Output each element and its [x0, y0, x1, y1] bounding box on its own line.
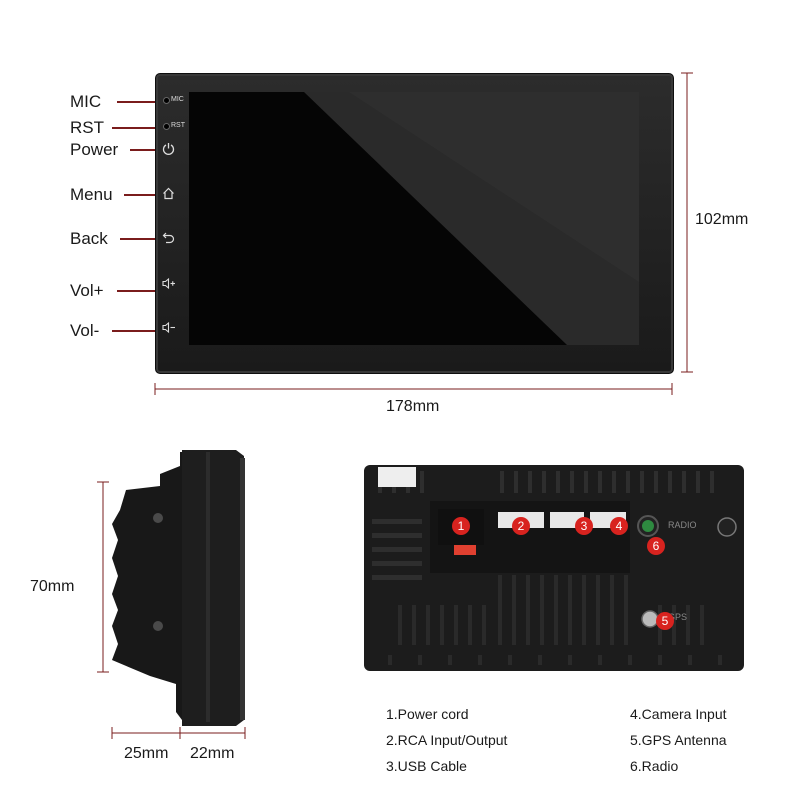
side-depth-b-dimension: 22mm: [190, 745, 235, 762]
front-height-dimension: 102mm: [695, 211, 749, 228]
vol-up-label: Vol+: [70, 281, 104, 300]
connector-badge-2: 2: [512, 517, 530, 535]
vol-up-leader: [117, 290, 159, 292]
menu-leader: [124, 194, 159, 196]
power-label: Power: [70, 140, 119, 159]
back-leader: [120, 238, 159, 240]
connector-badge-5: 5: [656, 612, 674, 630]
screen-glare: [304, 92, 639, 345]
vol-down-leader: [112, 330, 159, 332]
legend-camera: 4.Camera Input: [630, 706, 727, 722]
front-dimension-lines: [154, 72, 693, 395]
bezel-rst-text: RST: [171, 122, 185, 129]
volume-down-icon[interactable]: [162, 321, 176, 334]
connector-badge-6: 6: [647, 537, 665, 555]
connector-badge-1: 1: [452, 517, 470, 535]
mic-hole: [163, 97, 170, 104]
legend-usb: 3.USB Cable: [386, 758, 467, 774]
menu-label: Menu: [70, 185, 113, 204]
legend-gps: 5.GPS Antenna: [630, 732, 727, 748]
home-icon[interactable]: [162, 187, 175, 200]
legend-power-cord: 1.Power cord: [386, 706, 469, 722]
back-label: Back: [70, 229, 108, 248]
bezel-mic-text: MIC: [171, 96, 184, 103]
gps-port-text: GPS: [668, 612, 688, 622]
power-icon[interactable]: [162, 142, 175, 155]
rst-leader: [112, 127, 159, 129]
legend-radio: 6.Radio: [630, 758, 679, 774]
back-icon[interactable]: [162, 231, 175, 244]
connector-badge-3: 3: [575, 517, 593, 535]
side-height-dimension: 70mm: [30, 578, 75, 595]
vol-down-label: Vol-: [70, 321, 100, 340]
front-width-dimension: 178mm: [386, 398, 440, 415]
power-leader: [130, 149, 159, 151]
side-profile: [97, 450, 246, 739]
mic-leader: [117, 101, 159, 103]
connector-badge-4: 4: [610, 517, 628, 535]
volume-up-icon[interactable]: [162, 277, 176, 290]
radio-port-text: RADIO: [668, 520, 697, 530]
rear-panel: [364, 465, 744, 671]
rst-hole: [163, 123, 170, 130]
legend-rca: 2.RCA Input/Output: [386, 732, 508, 748]
touch-screen: [189, 92, 639, 345]
mic-label: MIC: [70, 92, 102, 111]
side-depth-a-dimension: 25mm: [124, 745, 169, 762]
rst-label: RST: [70, 118, 104, 137]
